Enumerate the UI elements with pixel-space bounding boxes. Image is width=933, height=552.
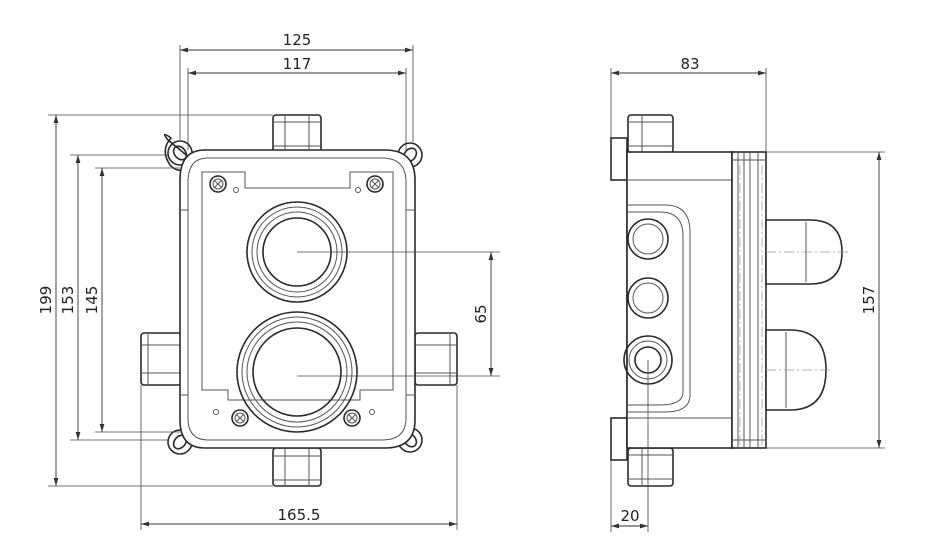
screw-bottom-right [343,409,361,427]
pin-hole [233,187,239,193]
wall-flange [610,137,628,461]
dim-offset: 20 [620,507,639,525]
pipe-connector-top [272,114,322,154]
pipe-connector-left [140,332,182,386]
side-port-2 [627,277,669,319]
screw-top-left [209,175,227,193]
valve-port-bottom [236,311,358,433]
dim-height-inner: 145 [83,286,101,315]
pipe-connector-right [414,332,458,386]
cover-plate [731,151,767,449]
pin-hole [369,409,375,415]
dim-width-inner: 117 [283,55,312,73]
dim-height-overall: 199 [37,286,55,315]
front-view: 125 117 165.5 199 153 145 65 [37,31,500,530]
dim-width-overall: 165.5 [278,506,321,524]
dim-height-mid: 153 [59,286,77,315]
pipe-connector-bottom [272,447,322,487]
dim-side-height: 157 [860,286,878,315]
side-housing [626,151,733,449]
side-connector-top [627,114,674,154]
dim-depth: 83 [680,55,699,73]
dim-width-outer: 125 [283,31,312,49]
pin-hole [213,409,219,415]
pin-hole [355,187,361,193]
screw-top-right [366,175,384,193]
screw-bottom-left [231,409,249,427]
side-port-1 [627,218,669,260]
side-view: 83 157 20 [610,55,885,532]
housing-body [179,149,416,449]
dim-valve-spacing: 65 [472,304,490,323]
side-connector-bottom [627,447,674,487]
